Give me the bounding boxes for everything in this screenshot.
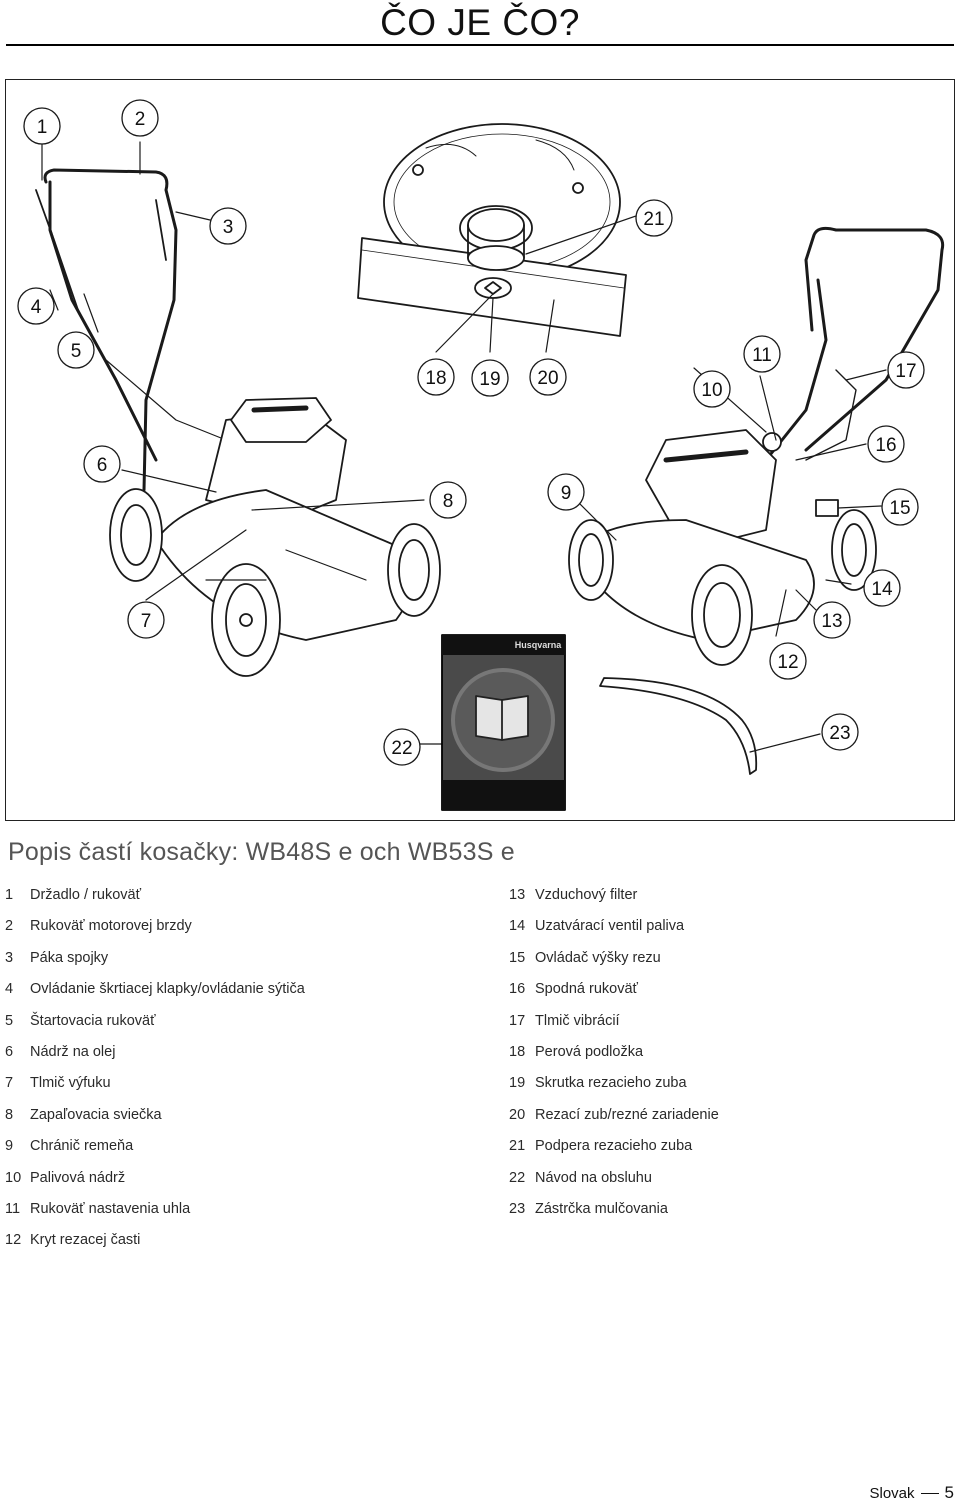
callout-leader-lines — [41, 141, 887, 753]
callout-12: 12 — [769, 642, 807, 680]
callout-17: 17 — [887, 351, 925, 389]
diagram-illustration: Husqvarna — [35, 123, 945, 811]
callout-5: 5 — [57, 331, 95, 369]
callout-number: 5 — [71, 341, 82, 362]
callout-8: 8 — [429, 481, 467, 519]
callout-number: 22 — [391, 738, 412, 759]
callout-9: 9 — [547, 473, 585, 511]
callout-1: 1 — [23, 107, 61, 145]
callout-19: 19 — [471, 359, 509, 397]
callout-11: 11 — [743, 335, 781, 373]
manual-brand-label: Husqvarna — [515, 640, 563, 650]
callout-number: 9 — [561, 483, 572, 504]
callout-number: 12 — [777, 652, 798, 673]
callout-23: 23 — [821, 713, 859, 751]
blade-detail-illustration — [357, 123, 627, 337]
callout-number: 15 — [889, 498, 910, 519]
page-title: ČO JE ČO? — [380, 2, 580, 43]
callout-number: 2 — [135, 109, 146, 130]
mower-rear-view-illustration — [568, 226, 945, 666]
callout-number: 1 — [37, 117, 48, 138]
callout-number: 4 — [31, 297, 42, 318]
callout-4: 4 — [17, 287, 55, 325]
callout-10: 10 — [693, 370, 731, 408]
callout-2: 2 — [121, 99, 159, 137]
callout-18: 18 — [417, 358, 455, 396]
callout-number: 18 — [425, 368, 446, 389]
callout-16: 16 — [867, 425, 905, 463]
callout-14: 14 — [863, 569, 901, 607]
callout-15: 15 — [881, 488, 919, 526]
callout-number: 8 — [443, 491, 454, 512]
callout-number: 14 — [871, 579, 893, 600]
callout-number: 7 — [141, 611, 152, 632]
footer-dash — [920, 1492, 939, 1494]
callout-number: 6 — [97, 455, 108, 476]
callout-6: 6 — [83, 445, 121, 483]
page-number: 5 — [944, 1483, 954, 1502]
mulch-plug-illustration — [599, 677, 758, 775]
callout-20: 20 — [529, 358, 567, 396]
callout-3: 3 — [209, 207, 247, 245]
callout-21: 21 — [635, 199, 673, 237]
callout-number: 13 — [821, 611, 842, 632]
callout-number: 21 — [643, 209, 664, 230]
callout-7: 7 — [127, 601, 165, 639]
callout-13: 13 — [813, 601, 851, 639]
callout-22: 22 — [383, 728, 421, 766]
callout-number: 16 — [875, 435, 896, 456]
title-divider — [6, 44, 954, 46]
page-footer: Slovak 5 — [870, 1483, 955, 1503]
callout-number: 10 — [701, 380, 722, 401]
section-heading: Popis častí kosačky: WB48S e och WB53S e — [8, 838, 515, 866]
callout-number: 19 — [479, 369, 500, 390]
mower-front-view-illustration — [35, 168, 441, 677]
operators-manual-illustration — [441, 634, 566, 811]
callout-number: 3 — [223, 217, 234, 238]
callout-number: 23 — [829, 723, 850, 744]
callout-number: 17 — [895, 361, 916, 382]
callout-number: 11 — [752, 345, 772, 366]
footer-language: Slovak — [869, 1484, 915, 1502]
callout-number: 20 — [537, 368, 558, 389]
